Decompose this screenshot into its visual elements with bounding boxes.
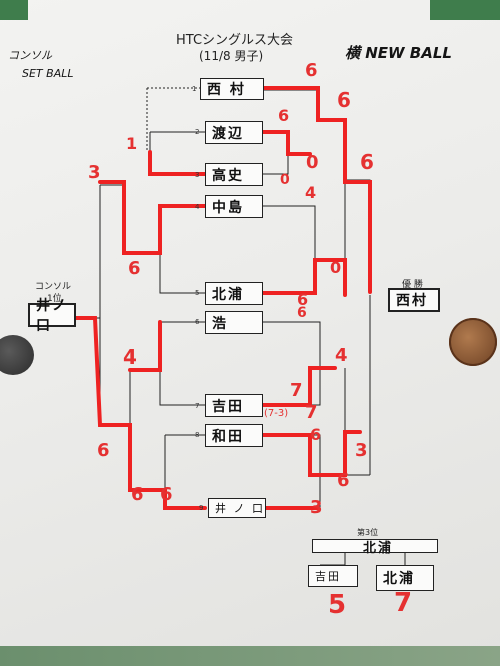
player-name-4: 中島 <box>212 199 244 216</box>
score: 0 <box>280 172 290 188</box>
score: 6 <box>297 290 309 309</box>
green-tape-right <box>430 0 500 20</box>
score: 6 <box>160 484 173 505</box>
player-name-8: 和田 <box>212 428 244 445</box>
score: 6 <box>297 305 307 321</box>
score: 6 <box>337 470 350 491</box>
player-box-8: 和田 <box>205 424 263 447</box>
player-box-7: 吉田 <box>205 394 263 417</box>
third-place-label: 第3位 <box>357 528 379 537</box>
third-place-winner-box: 北浦 <box>312 539 438 556</box>
player-box-5: 北浦 <box>205 282 263 305</box>
seed-9: 9 <box>199 504 204 512</box>
player-name-1: 西 村 <box>207 82 246 98</box>
player-name-3: 高史 <box>212 167 244 184</box>
seed-3: 3 <box>195 171 200 179</box>
third-place-right-box: 北浦 <box>376 565 434 591</box>
consolation-rank: 1位 <box>47 294 62 304</box>
coin-right <box>449 318 497 366</box>
new-ball-note: 横 NEW BALL <box>345 44 452 62</box>
score: 6 <box>360 150 374 174</box>
consolation-label: コンソル <box>35 282 72 292</box>
seed-4: 4 <box>195 203 200 211</box>
score: 4 <box>335 345 348 366</box>
champion-label: 優 勝 <box>402 280 423 290</box>
player-box-4: 中島 <box>205 195 263 218</box>
third-place-right-name: 北浦 <box>383 571 415 587</box>
player-name-9: 井 ノ 口 <box>215 502 265 515</box>
score: 6 <box>337 88 351 112</box>
seed-7: 7 <box>195 402 200 410</box>
champion-box: 西村 <box>388 288 440 312</box>
magnet-left <box>0 335 34 375</box>
champion-name: 西村 <box>396 293 428 309</box>
table-edge <box>0 646 500 666</box>
player-box-9: 井 ノ 口 <box>208 498 266 518</box>
consolation-winner-box: 井ノ口 <box>28 298 76 334</box>
score: 0 <box>330 258 342 277</box>
seed-6: 6 <box>195 318 200 326</box>
player-box-1: 西 村 <box>200 78 264 100</box>
player-box-6: 浩 <box>205 311 263 334</box>
green-tape-left <box>0 0 28 20</box>
score: 6 <box>128 258 141 279</box>
third-place-left-box: 吉田 <box>308 565 358 587</box>
seed-5: 5 <box>195 289 200 297</box>
consolation-note: コンソル <box>8 49 52 62</box>
consolation-winner-name: 井ノ口 <box>36 298 68 334</box>
player-name-6: 浩 <box>212 315 228 332</box>
tiebreak-score: (7-3) <box>264 408 289 419</box>
player-box-3: 高史 <box>205 163 263 186</box>
seed-8: 8 <box>195 431 200 439</box>
score: 6 <box>131 484 144 505</box>
player-name-7: 吉田 <box>212 398 244 415</box>
tournament-subtitle: (11/8 男子) <box>199 49 264 63</box>
score: 3 <box>355 440 368 461</box>
player-box-2: 渡辺 <box>205 121 263 144</box>
score: 6 <box>97 440 110 461</box>
set-ball-note: SET BALL <box>22 67 74 80</box>
seed-2: 2 <box>195 128 200 136</box>
score: 3 <box>310 497 323 518</box>
score: 3 <box>88 162 101 183</box>
score: 6 <box>310 425 322 444</box>
third-place-left-name: 吉田 <box>315 570 341 583</box>
seed-1: 1 <box>192 85 197 93</box>
third-place-winner: 北浦 <box>362 540 393 556</box>
score: 0 <box>306 152 319 173</box>
score: 7 <box>305 402 318 423</box>
player-name-5: 北浦 <box>212 286 244 303</box>
player-name-2: 渡辺 <box>212 125 244 142</box>
third-place-right-score: 7 <box>394 588 413 618</box>
score: 6 <box>305 60 318 81</box>
third-place-left-score: 5 <box>328 590 347 620</box>
score: 6 <box>278 106 290 125</box>
tournament-title: HTCシングルス大会 <box>176 33 294 48</box>
score: 7 <box>290 380 303 401</box>
score: 4 <box>123 345 137 369</box>
score: 1 <box>126 134 138 153</box>
score: 4 <box>305 183 317 202</box>
